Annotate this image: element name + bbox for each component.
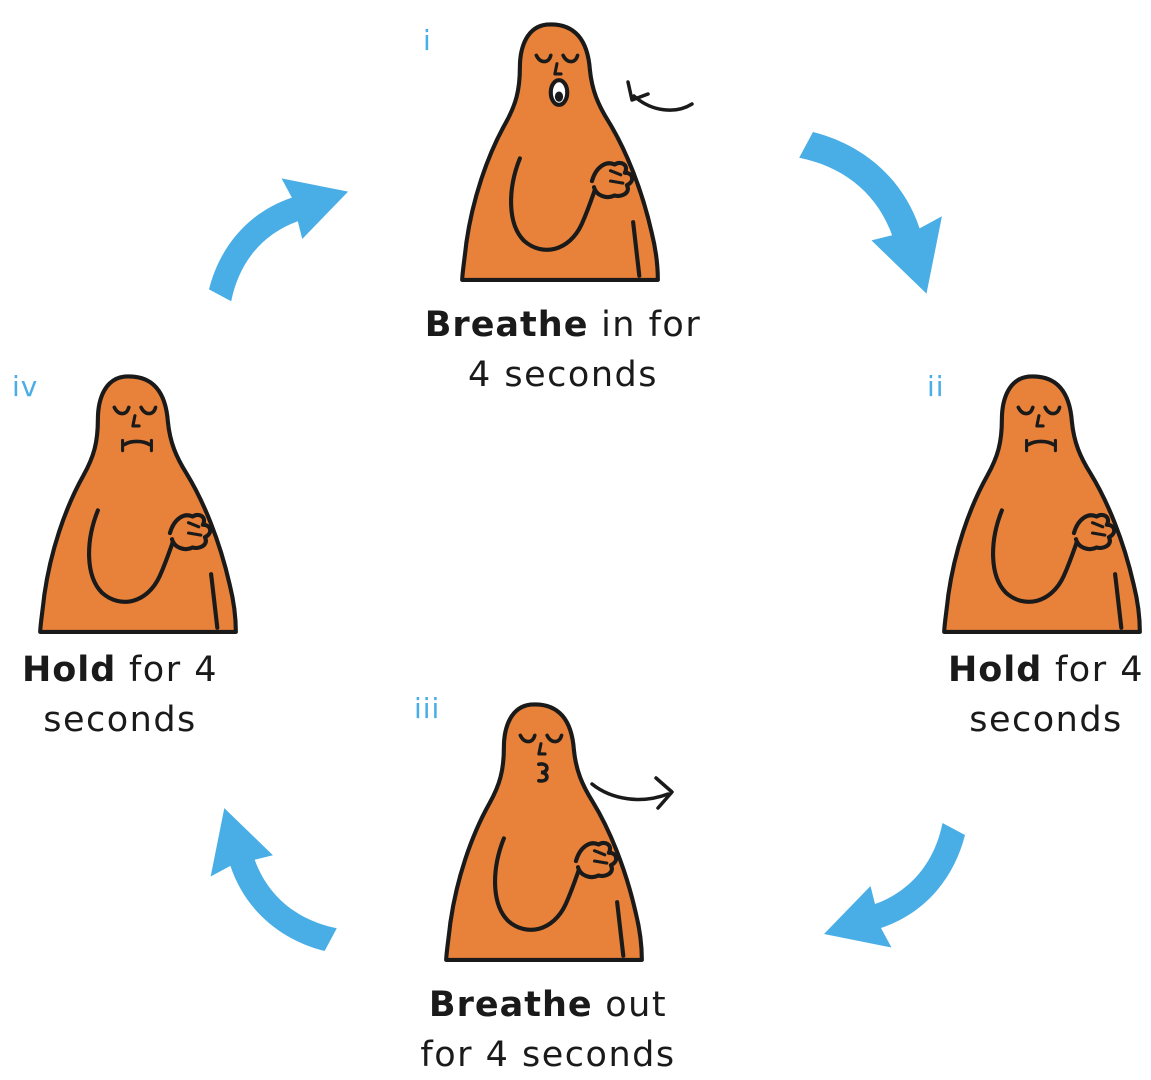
step-i-caption-bold: Breathe: [425, 305, 589, 345]
exhale-airflow-arrow-icon: [586, 770, 682, 820]
holding-figure-right: [938, 358, 1144, 636]
step-iv-caption-bold: Hold: [22, 650, 116, 690]
mouth-open-icon: [551, 80, 567, 105]
step-i-caption-rest: in for: [588, 305, 701, 345]
inhaling-figure: [456, 6, 662, 284]
step-i-numeral: i: [423, 24, 432, 57]
step-ii-caption-line2: seconds: [936, 695, 1151, 745]
step-ii-caption: Hold for 4 seconds: [936, 645, 1151, 745]
cycle-arrow-i-to-ii-icon: [782, 122, 954, 314]
step-ii-caption-bold: Hold: [948, 650, 1042, 690]
step-i-caption-line2: 4 seconds: [390, 350, 736, 400]
exhaling-figure: [440, 686, 646, 964]
holding-figure-left: [34, 358, 240, 636]
step-iii-caption-rest: out: [593, 985, 667, 1025]
step-iv-caption-line2: seconds: [8, 695, 232, 745]
inhale-airflow-arrow-icon: [618, 76, 698, 122]
step-iii-numeral: iii: [414, 692, 440, 725]
step-ii-caption-rest: for 4: [1042, 650, 1144, 690]
step-iii-caption: Breathe out for 4 seconds: [380, 980, 716, 1080]
step-i-caption: Breathe in for 4 seconds: [390, 300, 736, 400]
step-iii-caption-bold: Breathe: [429, 985, 593, 1025]
step-iv-caption: Hold for 4 seconds: [8, 645, 232, 745]
step-iv-caption-rest: for 4: [116, 650, 218, 690]
cycle-arrow-iii-to-iv-icon: [200, 780, 352, 970]
step-iii-caption-line2: for 4 seconds: [380, 1030, 716, 1080]
cycle-arrow-ii-to-iii-icon: [800, 808, 980, 958]
cycle-arrow-iv-to-i-icon: [190, 168, 376, 316]
